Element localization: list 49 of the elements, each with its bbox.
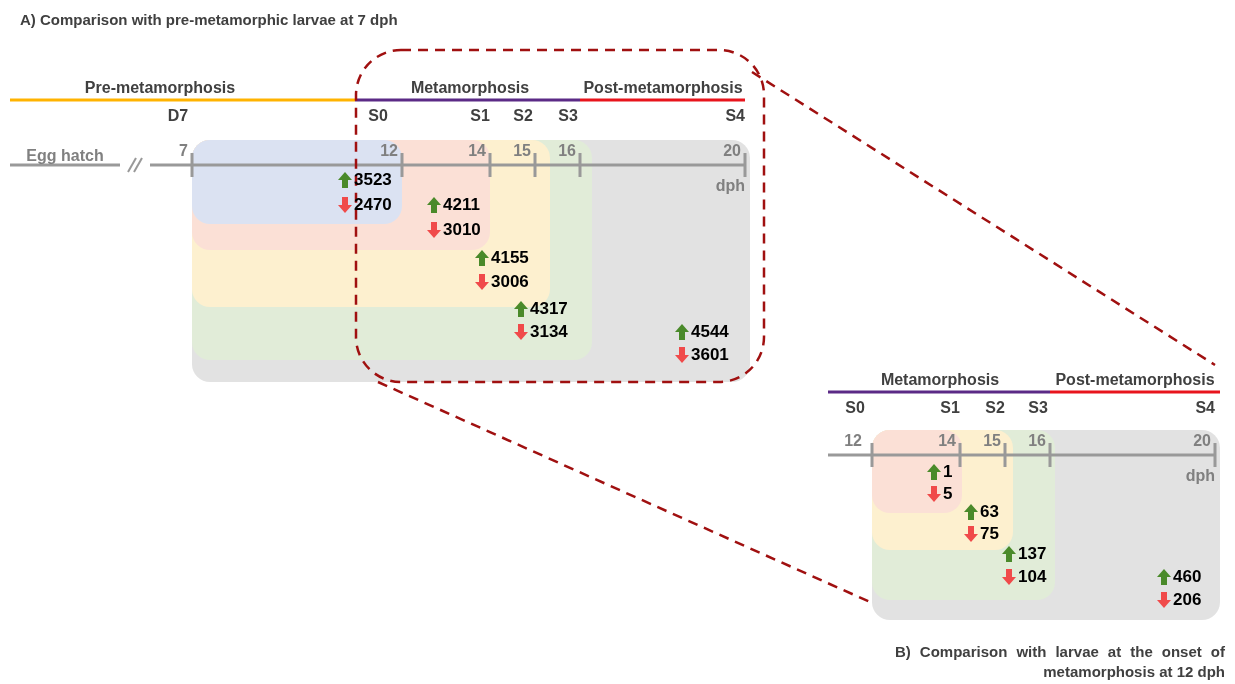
gene-count: 4211 xyxy=(443,196,480,213)
tick-label: 16 xyxy=(558,143,576,159)
tick-label: 14 xyxy=(938,433,956,449)
stage-label: S1 xyxy=(940,400,960,416)
stage-label: S1 xyxy=(470,108,490,124)
gene-count: 3601 xyxy=(691,346,729,363)
gene-count: 1 xyxy=(943,463,953,480)
stage-label: S2 xyxy=(513,108,533,124)
gene-count: 206 xyxy=(1173,591,1202,608)
gene-count: 2470 xyxy=(354,196,392,213)
gene-count: 4155 xyxy=(491,249,529,266)
gene-count: 5 xyxy=(943,485,953,502)
panel-caption: B) Comparison with larvae at the onset of metamorphosis at 12 dph xyxy=(895,642,1225,681)
phase-label: Post-metamorphosis xyxy=(1055,372,1215,388)
gene-count: 4317 xyxy=(530,300,568,317)
tick-label: 15 xyxy=(513,143,531,159)
gene-count: 137 xyxy=(1018,545,1047,562)
tick-label: 12 xyxy=(380,143,398,159)
tick-label: 15 xyxy=(983,433,1001,449)
phase-label: Post-metamorphosis xyxy=(583,80,743,96)
stage-label: S4 xyxy=(725,108,745,124)
phase-label: Metamorphosis xyxy=(880,372,1000,388)
gene-count: 75 xyxy=(980,525,999,542)
stage-label: S3 xyxy=(1028,400,1048,416)
tick-label: 20 xyxy=(1193,433,1211,449)
gene-count: 104 xyxy=(1018,568,1047,585)
stage-label: S0 xyxy=(368,108,388,124)
stage-label: S2 xyxy=(985,400,1005,416)
gene-count: 63 xyxy=(980,503,999,520)
tick-label: 16 xyxy=(1028,433,1046,449)
gene-count: 3134 xyxy=(530,323,568,340)
stage-label: S3 xyxy=(558,108,578,124)
gene-count: 4544 xyxy=(691,323,729,340)
axis-unit-label: dph xyxy=(715,178,745,194)
stage-label: S0 xyxy=(845,400,865,416)
gene-count: 3006 xyxy=(491,273,529,290)
tick-label: 7 xyxy=(179,143,188,159)
gene-count: 460 xyxy=(1173,568,1202,585)
gene-count: 3010 xyxy=(443,221,481,238)
tick-label: 20 xyxy=(723,143,741,159)
axis-label: Egg hatch xyxy=(26,148,104,164)
phase-label: Metamorphosis xyxy=(410,80,530,96)
tick-label: 12 xyxy=(844,433,862,449)
phase-label: Pre-metamorphosis xyxy=(84,80,236,96)
tick-label: 14 xyxy=(468,143,486,159)
stage-label: S4 xyxy=(1195,400,1215,416)
panel-heading: A) Comparison with pre-metamorphic larvae at 7 dph xyxy=(20,12,398,27)
stage-label: D7 xyxy=(167,108,189,124)
axis-unit-label: dph xyxy=(1185,468,1215,484)
